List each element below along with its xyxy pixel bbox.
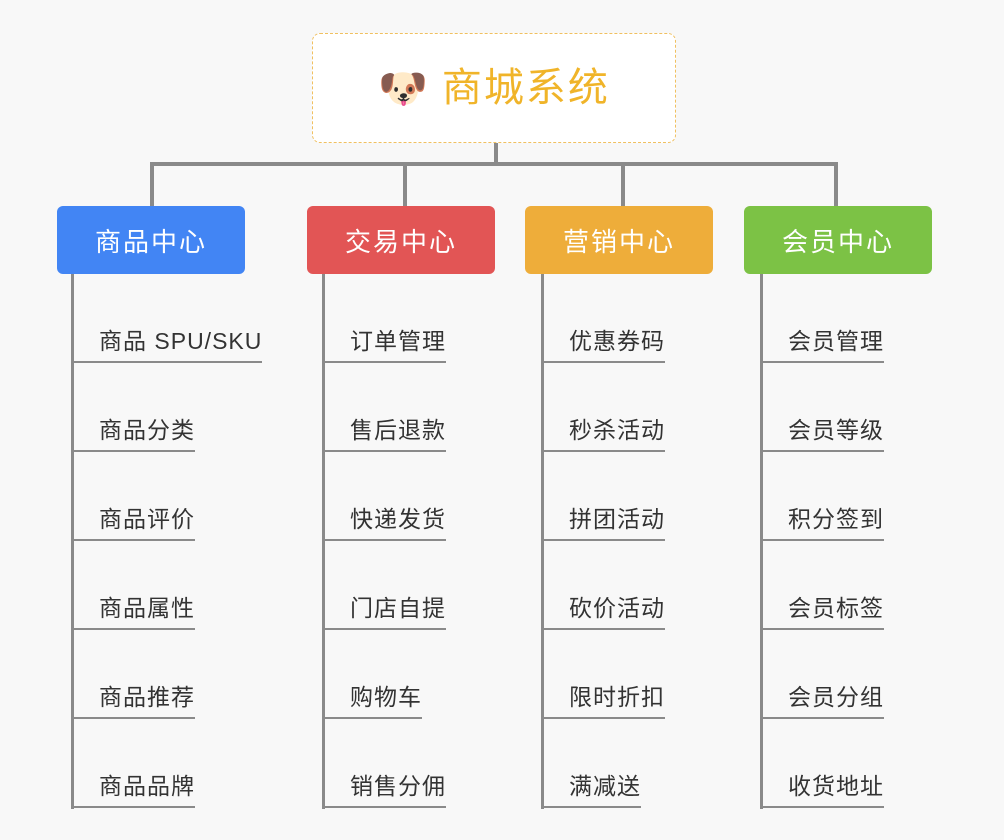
leaf-item[interactable]: 积分签到: [760, 452, 960, 541]
leaf-item-label: 订单管理: [322, 330, 446, 363]
leaf-item-label: 会员管理: [760, 330, 884, 363]
leaf-item-label: 砍价活动: [541, 597, 665, 630]
leaf-item-label: 收货地址: [760, 775, 884, 808]
leaf-item[interactable]: 商品品牌: [71, 719, 301, 808]
leaf-item-label: 快递发货: [322, 508, 446, 541]
dog-face-icon: 🐶: [378, 67, 428, 111]
category-header-label: 交易中心: [344, 226, 457, 257]
category-header-marketing-center[interactable]: 营销中心: [525, 206, 713, 274]
leaf-item[interactable]: 收货地址: [760, 719, 960, 808]
leaf-item-label: 商品推荐: [71, 686, 195, 719]
leaf-item[interactable]: 优惠券码: [541, 274, 741, 363]
leaf-item-label: 拼团活动: [541, 508, 665, 541]
root-node-mall-system[interactable]: 🐶 商城系统: [312, 33, 676, 143]
category-header-trade-center[interactable]: 交易中心: [307, 206, 495, 274]
connector-spine-trade-center: [322, 274, 325, 809]
leaf-item[interactable]: 商品属性: [71, 541, 301, 630]
leaf-item[interactable]: 秒杀活动: [541, 363, 741, 452]
leaf-item-label: 会员等级: [760, 419, 884, 452]
connector-drop-trade-center: [403, 162, 407, 206]
leaf-item-label: 会员标签: [760, 597, 884, 630]
category-header-product-center[interactable]: 商品中心: [57, 206, 245, 274]
leaf-item-label: 满减送: [541, 775, 641, 808]
root-title: 商城系统: [441, 66, 610, 110]
leaf-item-label: 门店自提: [322, 597, 446, 630]
connector-spine-member-center: [760, 274, 763, 809]
category-header-member-center[interactable]: 会员中心: [744, 206, 932, 274]
leaf-item[interactable]: 门店自提: [322, 541, 522, 630]
leaf-item[interactable]: 销售分佣: [322, 719, 522, 808]
leaf-column-member-center: 会员管理 会员等级 积分签到 会员标签 会员分组 收货地址: [760, 274, 960, 814]
leaf-item-label: 商品评价: [71, 508, 195, 541]
leaf-item-label: 优惠券码: [541, 330, 665, 363]
leaf-item[interactable]: 会员标签: [760, 541, 960, 630]
leaf-item[interactable]: 购物车: [322, 630, 522, 719]
category-header-label: 商品中心: [94, 226, 207, 257]
leaf-item[interactable]: 限时折扣: [541, 630, 741, 719]
leaf-item-label: 积分签到: [760, 508, 884, 541]
leaf-item[interactable]: 商品分类: [71, 363, 301, 452]
leaf-item[interactable]: 满减送: [541, 719, 741, 808]
leaf-item-label: 购物车: [322, 686, 422, 719]
connector-horizontal-bus: [150, 162, 838, 166]
category-header-label: 会员中心: [781, 226, 894, 257]
leaf-item[interactable]: 拼团活动: [541, 452, 741, 541]
category-header-label: 营销中心: [562, 226, 675, 257]
leaf-column-marketing-center: 优惠券码 秒杀活动 拼团活动 砍价活动 限时折扣 满减送: [541, 274, 741, 814]
leaf-item[interactable]: 售后退款: [322, 363, 522, 452]
leaf-item-label: 销售分佣: [322, 775, 446, 808]
connector-spine-marketing-center: [541, 274, 544, 809]
connector-drop-member-center: [834, 162, 838, 206]
leaf-item-label: 限时折扣: [541, 686, 665, 719]
leaf-item[interactable]: 商品推荐: [71, 630, 301, 719]
connector-drop-product-center: [150, 162, 154, 206]
connector-spine-product-center: [71, 274, 74, 809]
connector-root-stem: [494, 143, 498, 165]
leaf-item[interactable]: 快递发货: [322, 452, 522, 541]
leaf-item-label: 商品品牌: [71, 775, 195, 808]
leaf-item[interactable]: 商品 SPU/SKU: [71, 274, 301, 363]
leaf-item-label: 商品分类: [71, 419, 195, 452]
leaf-item-label: 商品 SPU/SKU: [71, 330, 263, 363]
leaf-item[interactable]: 会员等级: [760, 363, 960, 452]
leaf-item[interactable]: 会员分组: [760, 630, 960, 719]
leaf-item-label: 售后退款: [322, 419, 446, 452]
leaf-item-label: 商品属性: [71, 597, 195, 630]
leaf-item-label: 秒杀活动: [541, 419, 665, 452]
leaf-column-trade-center: 订单管理 售后退款 快递发货 门店自提 购物车 销售分佣: [322, 274, 522, 814]
leaf-item-label: 会员分组: [760, 686, 884, 719]
leaf-item[interactable]: 商品评价: [71, 452, 301, 541]
leaf-item[interactable]: 会员管理: [760, 274, 960, 363]
connector-drop-marketing-center: [621, 162, 625, 206]
leaf-column-product-center: 商品 SPU/SKU 商品分类 商品评价 商品属性 商品推荐 商品品牌: [71, 274, 301, 814]
leaf-item[interactable]: 订单管理: [322, 274, 522, 363]
leaf-item[interactable]: 砍价活动: [541, 541, 741, 630]
